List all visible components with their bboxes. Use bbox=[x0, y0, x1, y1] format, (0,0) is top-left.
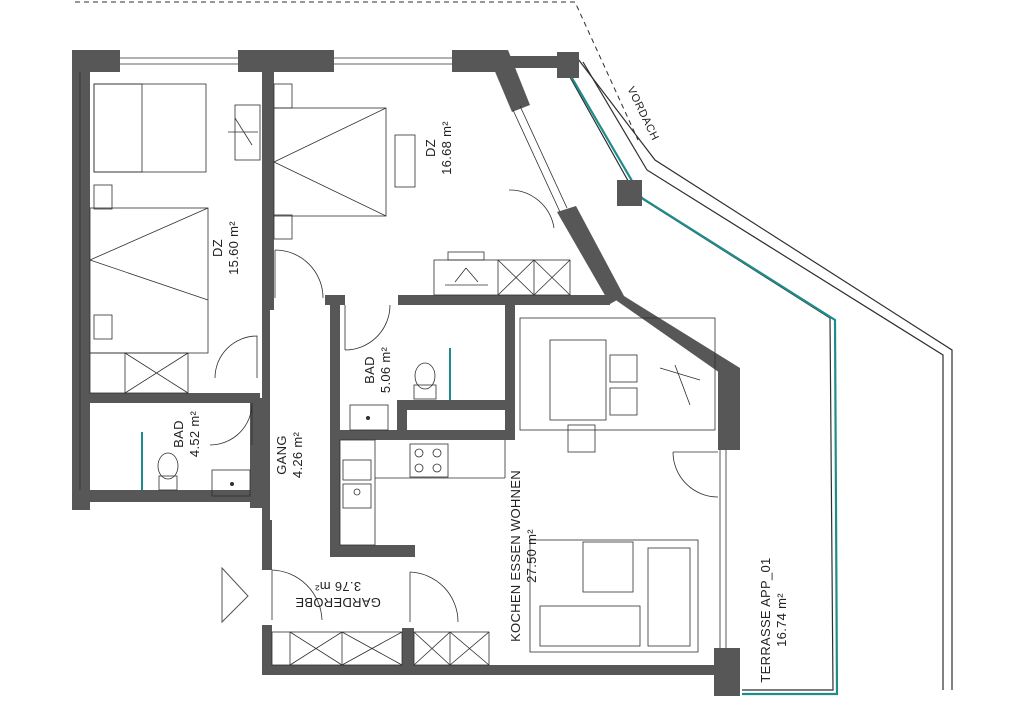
furniture-bad-left bbox=[141, 432, 251, 497]
label-kochen-name: KOCHEN ESSEN WOHNEN bbox=[508, 470, 523, 642]
furniture-dz-left bbox=[89, 83, 261, 394]
label-garderobe-area: 3.76 m² bbox=[315, 579, 362, 594]
furniture-kitchen bbox=[339, 317, 716, 653]
label-bad-mid-area: 5.06 m² bbox=[378, 347, 393, 394]
label-gang-area: 4.26 m² bbox=[290, 432, 305, 479]
label-bad-left-name: BAD bbox=[171, 420, 186, 448]
label-kochen-area: 27.50 m² bbox=[524, 529, 539, 583]
label-terrasse-area: 16.74 m² bbox=[774, 593, 789, 647]
terrace-railing bbox=[565, 69, 839, 696]
label-gang-name: GANG bbox=[274, 435, 289, 474]
label-vordach: VORDACH bbox=[624, 85, 660, 143]
label-garderobe-name: GARDEROBE bbox=[295, 595, 381, 610]
label-bad-mid-name: BAD bbox=[362, 356, 377, 384]
walls bbox=[72, 50, 740, 696]
label-dz-right-area: 16.68 m² bbox=[439, 121, 454, 175]
furniture-bad-mid bbox=[349, 348, 451, 431]
label-terrasse-name: TERRASSE APP_01 bbox=[758, 557, 773, 682]
doors bbox=[209, 189, 719, 623]
label-dz-left-area: 15.60 m² bbox=[226, 221, 241, 275]
label-bad-left-area: 4.52 m² bbox=[187, 411, 202, 458]
label-dz-right-name: DZ bbox=[423, 139, 438, 157]
roof-overhang bbox=[75, 1, 953, 690]
windows bbox=[79, 57, 727, 648]
entrance-arrow-icon bbox=[221, 566, 249, 624]
furniture-dz-right bbox=[273, 83, 571, 296]
furniture-garderobe bbox=[271, 631, 490, 666]
terrace-column bbox=[617, 180, 642, 206]
label-dz-left-name: DZ bbox=[210, 239, 225, 257]
